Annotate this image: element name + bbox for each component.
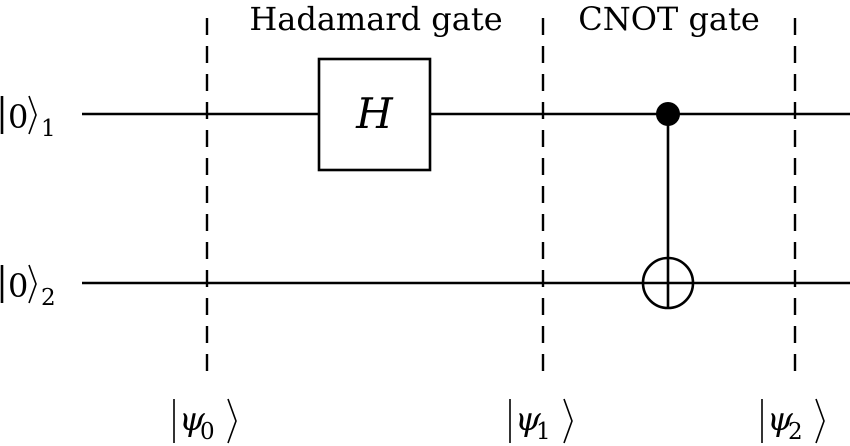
svg-text:1: 1 [536,419,551,445]
svg-text:ψ: ψ [179,399,206,438]
hadamard-gate: H [317,57,432,172]
svg-text:0: 0 [8,267,28,305]
svg-text:2: 2 [41,285,56,311]
svg-text:0: 0 [200,419,215,445]
svg-text:ψ: ψ [515,399,542,438]
cnot-control-dot [656,102,680,126]
cnot-gate [641,102,695,310]
state-psi1-label: ψ 1 [509,398,573,445]
hadamard-stage-label: Hadamard gate [249,0,502,38]
hadamard-symbol: H [355,89,394,138]
svg-text:0: 0 [8,98,28,136]
qubit-1-label: 0 1 [0,95,56,142]
qubit-2-label: 0 2 [0,264,56,311]
state-psi2-label: ψ 2 [761,398,825,445]
svg-text:1: 1 [41,116,56,142]
cnot-stage-label: CNOT gate [578,0,760,38]
svg-text:ψ: ψ [767,399,794,438]
svg-text:2: 2 [788,419,803,445]
state-psi0-label: ψ 0 [173,398,237,445]
